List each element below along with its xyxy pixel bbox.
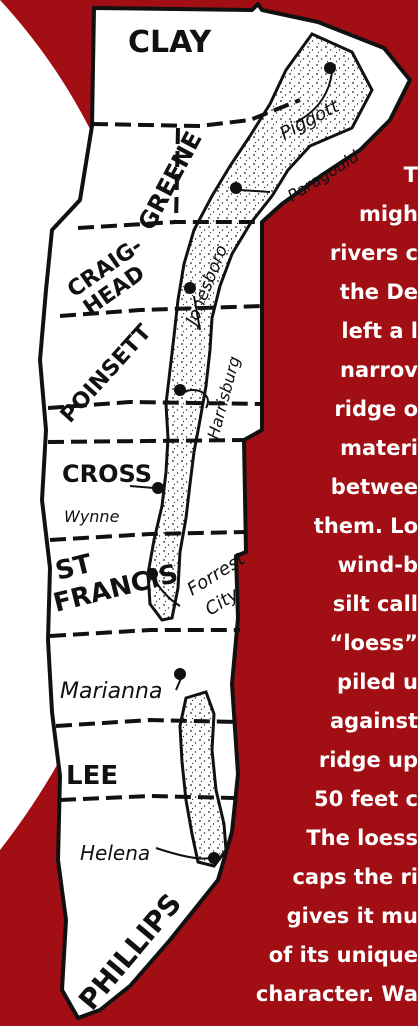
caption-line: piled u [337, 670, 418, 694]
caption-line: ridge up [318, 748, 418, 772]
county-label-clay: CLAY [128, 25, 212, 60]
caption-line: rivers c [329, 241, 418, 265]
caption-line: “loess” [329, 631, 418, 655]
county-label-lee: LEE [66, 761, 118, 791]
caption-line: The loess [306, 826, 418, 850]
caption-line: narrov [340, 358, 418, 382]
caption-line: materi [340, 436, 418, 460]
caption-line: against [329, 709, 418, 733]
caption-line: caps the ri [292, 865, 418, 889]
caption-line: betwee [330, 475, 418, 499]
label-pointers [129, 71, 333, 860]
caption-line: left a l [341, 319, 418, 343]
caption-line: ridge o [334, 397, 418, 421]
town-markers [146, 62, 336, 864]
town-label-marianna: Marianna [60, 679, 162, 704]
town-label-helena: Helena [80, 841, 150, 865]
caption-line: migh [358, 202, 418, 226]
caption-line: the De [339, 280, 418, 304]
caption-line: 50 feet c [314, 787, 418, 811]
caption-line: wind-b [337, 553, 418, 577]
land-outline [38, 2, 412, 1020]
caption-line: them. Lo [313, 514, 418, 538]
caption-line: character. Wa [255, 982, 418, 1006]
town-label-wynne: Wynne [64, 507, 120, 526]
caption-line: silt call [332, 592, 418, 616]
county-label-cross: CROSS [62, 460, 152, 488]
caption-line: gives it mu [286, 904, 418, 928]
caption-line: of its unique [268, 943, 418, 967]
ridge-north [146, 32, 374, 622]
caption-line: T [403, 163, 418, 187]
